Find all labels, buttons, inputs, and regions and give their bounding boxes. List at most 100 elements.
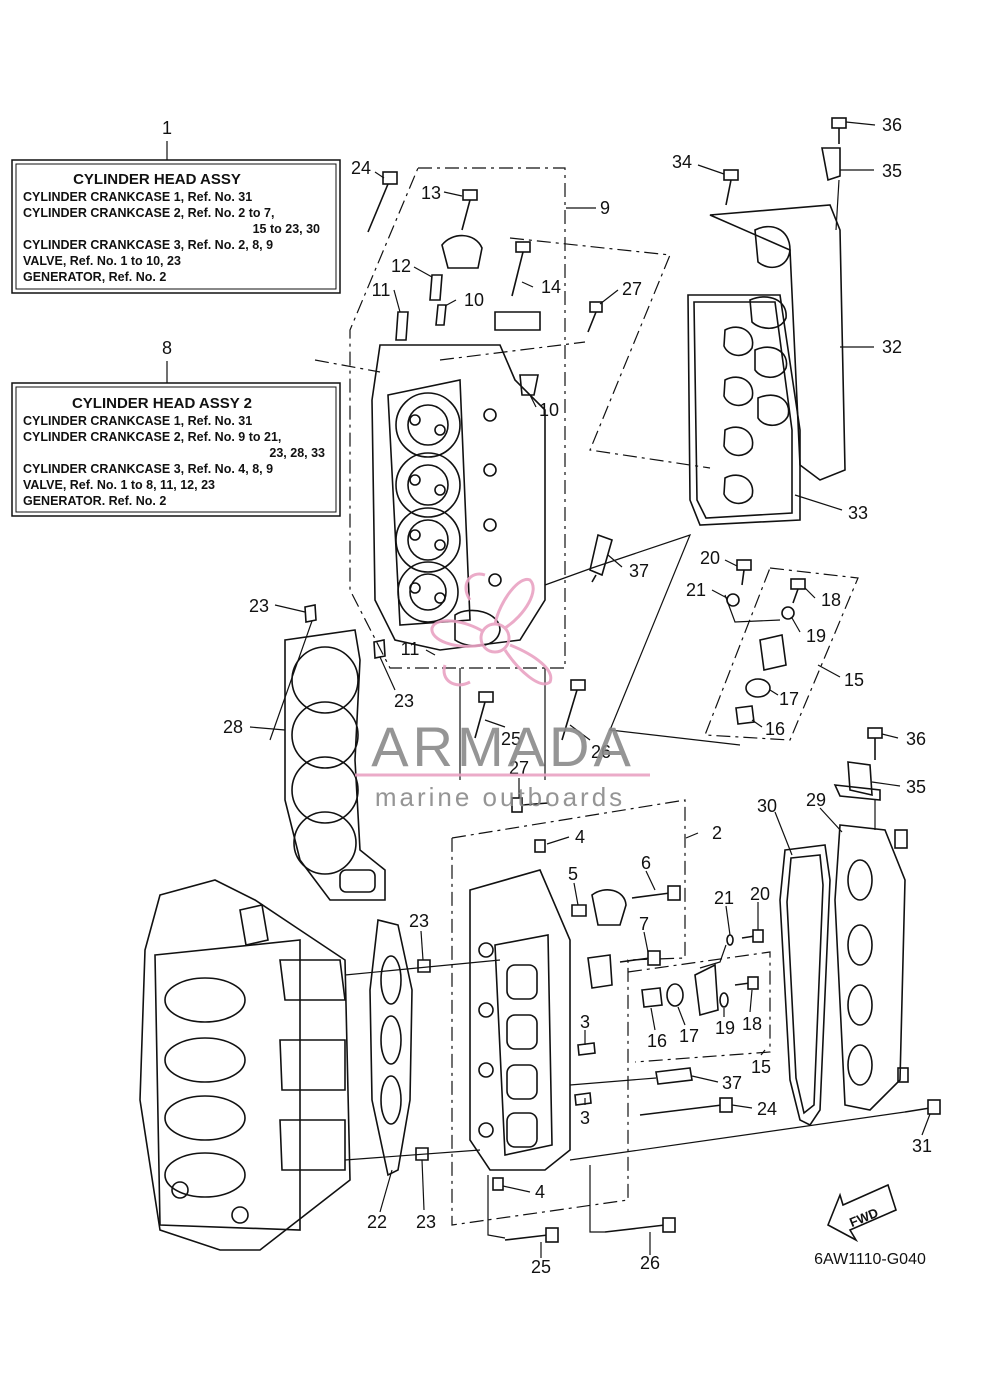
washer-21-lower [726,934,734,946]
bolt-34 [723,169,739,206]
bracket-35-upper [821,147,841,182]
thermostat-16-lower [641,987,663,1008]
legend-line: CYLINDER CRANKCASE 1, Ref. No. 31 [23,190,252,204]
callout-label: 23 [394,691,414,711]
bolt-26-lower [604,1217,676,1233]
callout-label: 4 [535,1182,545,1202]
callout-label: 24 [351,158,371,178]
callout-label: 34 [672,152,692,172]
callout-label: 11 [372,280,391,300]
lower-head-cover [569,727,941,1161]
head-gasket-22 [369,919,413,1177]
bolt-26-upper [561,679,586,741]
spark-plug-37-upper [589,533,613,583]
callout-label: 12 [391,256,411,276]
callout-label: 37 [722,1073,742,1093]
callout-label: 19 [806,626,826,646]
bolt-7 [619,950,661,966]
washer-19-lower [719,992,729,1008]
callout-label: 32 [882,337,902,357]
watermark-brand: ARMADA [371,715,635,778]
callout-label: 27 [622,279,642,299]
callout-label: 10 [539,400,559,420]
cap-bearing [591,889,627,926]
callout-label: 3 [580,1108,590,1128]
callout-label: 18 [821,590,841,610]
bolt-18-upper [790,578,806,604]
legend-line: GENERATOR, Ref. No. 2 [23,270,166,284]
legend-line: CYLINDER CRANKCASE 3, Ref. No. 2, 8, 9 [23,238,273,252]
legend-ref-8: 8 [162,338,172,358]
callout-label: 26 [591,742,611,762]
callout-label: 30 [757,796,777,816]
plug-11 [395,311,409,341]
callout-label: 37 [629,561,649,581]
callout-label: 23 [249,596,269,616]
callout-label: 29 [806,790,826,810]
dowel-3b [574,1092,592,1106]
legend-line: CYLINDER CRANKCASE 3, Ref. No. 4, 8, 9 [23,462,273,476]
dowel-10b [519,374,539,396]
legend-line: 23, 28, 33 [269,446,325,460]
callout-label: 17 [679,1026,699,1046]
pin-5 [571,904,587,917]
callout-label: 6 [641,853,651,873]
callout-label: 33 [848,503,868,523]
bolt-24-lower [639,1097,733,1116]
callout-label: 36 [882,115,902,135]
watermark-tagline: marine outboards [375,782,625,812]
callout-label: 26 [640,1253,660,1273]
thermostat-16-upper [735,705,755,725]
head-gasket-28 [284,629,386,901]
legend-line: CYLINDER CRANKCASE 2, Ref. No. 2 to 7, [23,206,274,220]
legend-title-1: CYLINDER HEAD ASSY [73,171,241,188]
callout-label: 36 [906,729,926,749]
bolt-25-lower [504,1227,559,1243]
crankcase-block [139,879,351,1251]
callout-label: 13 [421,183,441,203]
callout-label: 16 [647,1031,667,1051]
fwd-arrow: FWD [826,1183,897,1243]
callout-label: 16 [765,719,785,739]
legend-line: VALVE, Ref. No. 1 to 10, 23 [23,254,181,268]
bolt-20-upper [736,559,752,586]
bolt-13 [441,189,483,269]
callout-label: 2 [712,823,722,843]
callout-label: 23 [416,1212,436,1232]
clip-14 [494,241,541,331]
callout-label: 15 [844,670,864,690]
callout-label: 21 [686,580,706,600]
upper-cylinder-head [314,167,711,669]
callout-label: 10 [464,290,484,310]
legend-title-2: CYLINDER HEAD ASSY 2 [72,395,252,412]
bracket-35-lower [847,761,873,797]
bolt-25-upper [474,691,494,739]
callout-label: 27 [509,758,529,778]
watermark: ARMADA marine outboards [355,572,650,812]
callout-label: 11 [401,639,420,659]
bolt-24-upper [367,171,398,233]
seal-17-lower [666,983,684,1007]
seal-17-upper [745,678,771,698]
dowel-3a [577,1042,596,1056]
legend-line: CYLINDER CRANKCASE 1, Ref. No. 31 [23,414,252,428]
callout-label: 31 [912,1136,932,1156]
bolt-36-lower [867,727,883,760]
callout-label: 14 [541,277,561,297]
bolt-36-upper [831,117,847,144]
legend-line: CYLINDER CRANKCASE 2, Ref. No. 9 to 21, [23,430,281,444]
thermostat-group-upper [704,559,859,741]
callout-label: 4 [575,827,585,847]
callout-label: 21 [714,888,734,908]
bolt-18-lower [734,976,759,990]
thermostat-cover-upper [759,634,787,671]
callout-label: 15 [751,1057,771,1077]
bolt-20-lower [741,929,764,943]
callout-label: 25 [531,1257,551,1277]
legend-line: GENERATOR. Ref. No. 2 [23,494,166,508]
callout-label: 24 [757,1099,777,1119]
callout-label: 28 [223,717,243,737]
washer-19-upper [781,606,795,620]
callout-numbers: 24 13 9 12 11 10 14 27 10 34 36 35 32 33… [223,115,932,1277]
